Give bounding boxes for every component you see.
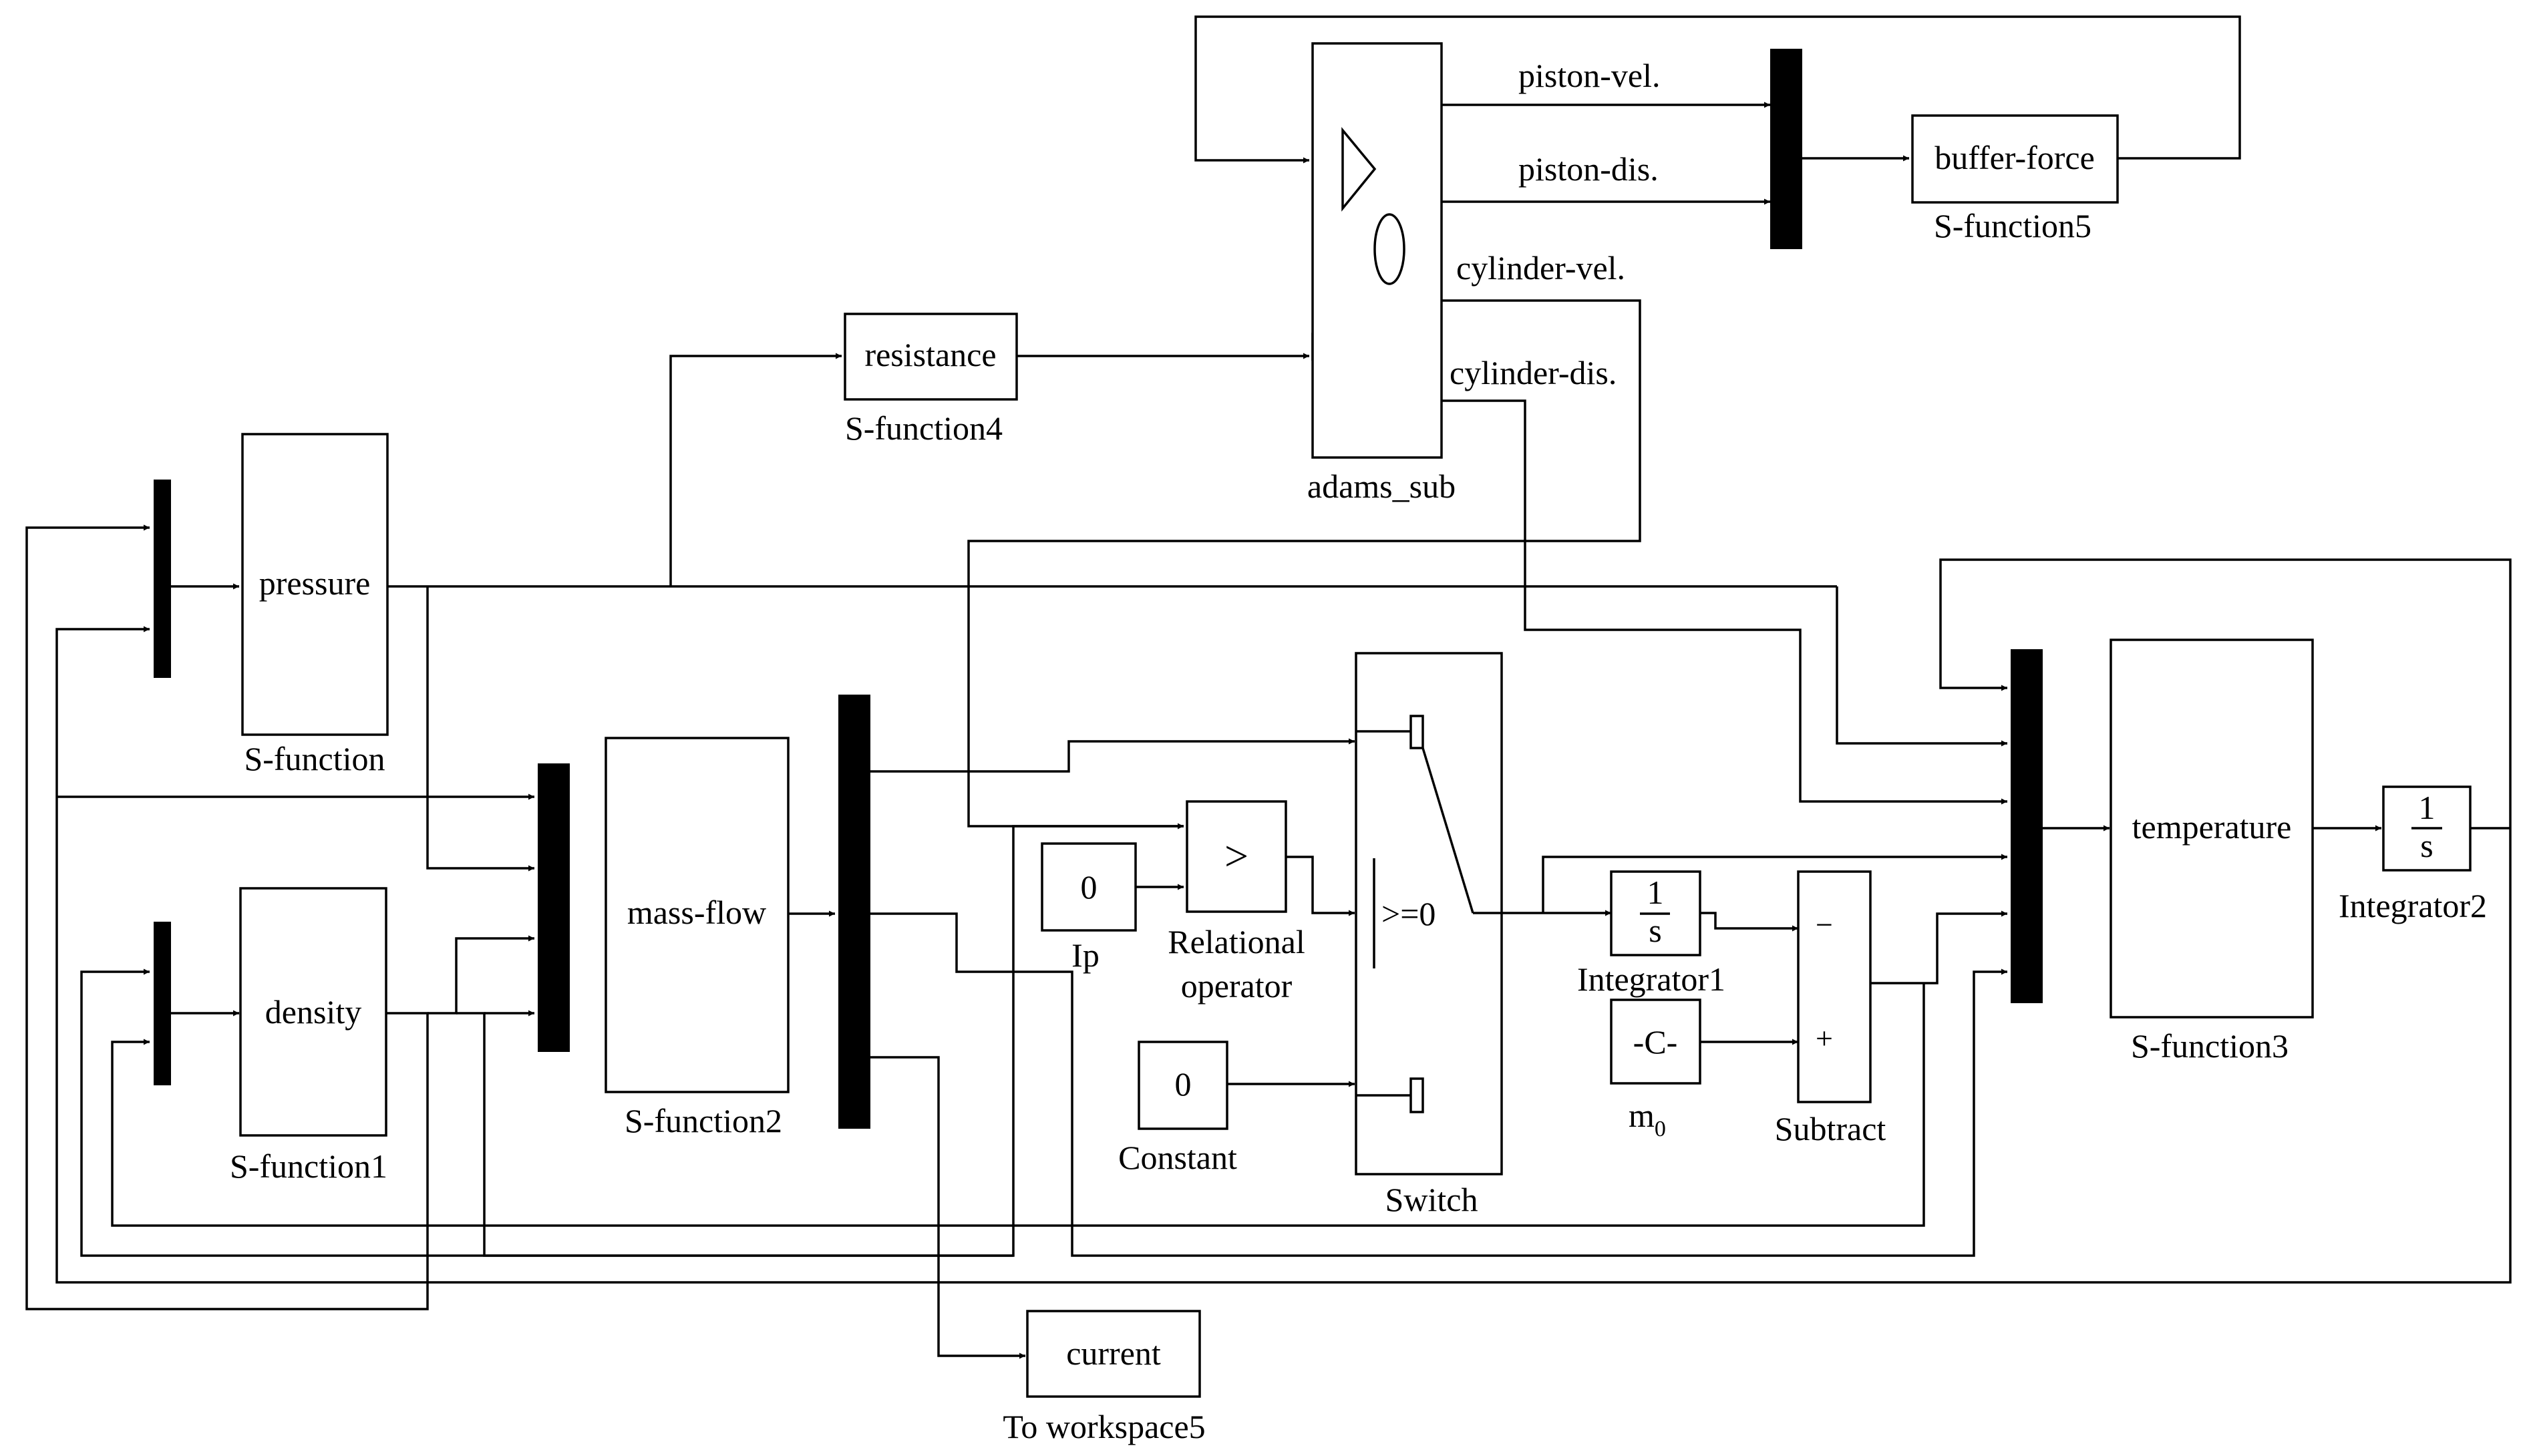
mux-bar-4[interactable] bbox=[838, 695, 870, 1129]
mux-bar-5[interactable] bbox=[1770, 49, 1802, 249]
switch-top-post-icon bbox=[1409, 715, 1424, 749]
wire-subtract-mux6 bbox=[1870, 910, 2007, 984]
switch-lever-icon bbox=[1421, 747, 1474, 914]
buffer-force-caption: S-function5 bbox=[1934, 207, 2091, 244]
adams-out-piston-vel: piston-vel. bbox=[1518, 57, 1660, 94]
wire-temperature-feedback bbox=[1939, 558, 2512, 826]
buffer-force-label: buffer-force bbox=[1934, 139, 2095, 176]
pressure-label: pressure bbox=[259, 564, 371, 602]
temperature-label: temperature bbox=[2132, 808, 2292, 846]
relational-caption-1: Relational bbox=[1168, 923, 1305, 960]
constant-value: 0 bbox=[1175, 1065, 1192, 1103]
mux-bar-1[interactable] bbox=[154, 480, 171, 678]
resistance-block[interactable]: resistance bbox=[844, 313, 1018, 401]
current-block[interactable]: current bbox=[1026, 1310, 1201, 1398]
adams-sub-block[interactable] bbox=[1311, 42, 1443, 459]
temperature-block[interactable]: temperature bbox=[2110, 639, 2314, 1019]
mux-bar-6[interactable] bbox=[2011, 649, 2043, 1003]
ip-value: 0 bbox=[1081, 868, 1098, 906]
relational-operator-block[interactable]: > bbox=[1186, 800, 1287, 913]
wire-mux4-current bbox=[868, 1056, 1025, 1359]
ip-constant-block[interactable]: 0 bbox=[1041, 842, 1137, 932]
mass-flow-block[interactable]: mass-flow bbox=[605, 737, 790, 1093]
wire-pressure-massflow bbox=[426, 586, 534, 872]
mux-bar-2[interactable] bbox=[154, 922, 171, 1085]
integrator1-den: s bbox=[1649, 912, 1661, 949]
pressure-caption: S-function bbox=[244, 740, 385, 777]
switch-bottom-post-icon bbox=[1409, 1077, 1424, 1113]
relational-caption-2: operator bbox=[1181, 967, 1293, 1005]
mass-flow-label: mass-flow bbox=[627, 894, 766, 931]
wire-cylinder-dis bbox=[1442, 399, 2007, 805]
integrator1-caption: Integrator1 bbox=[1577, 960, 1725, 998]
integrator2-den: s bbox=[2420, 827, 2433, 864]
wire-pressure-resistance bbox=[669, 353, 842, 586]
wire-fb-mux2-upper bbox=[80, 968, 1013, 1257]
temperature-caption: S-function3 bbox=[2131, 1027, 2289, 1065]
subtract-caption: Subtract bbox=[1775, 1110, 1886, 1147]
m0-caption: m0 bbox=[1629, 1097, 1666, 1141]
wire-integrator1-subtract bbox=[1700, 912, 1798, 932]
density-block[interactable]: density bbox=[239, 887, 387, 1137]
wire-cylinder-vel bbox=[967, 299, 1641, 830]
switch-block[interactable]: >=0 bbox=[1355, 652, 1503, 1175]
switch-caption: Switch bbox=[1385, 1181, 1478, 1218]
m0-value: -C- bbox=[1633, 1023, 1678, 1061]
pressure-block[interactable]: pressure bbox=[241, 433, 389, 736]
integrator1-block[interactable]: 1 s bbox=[1610, 870, 1701, 956]
wire-density-out bbox=[25, 524, 429, 1310]
current-label: current bbox=[1066, 1334, 1161, 1372]
ip-caption: Ip bbox=[1071, 936, 1100, 974]
buffer-force-block[interactable]: buffer-force bbox=[1911, 114, 2119, 204]
m0-gain-block[interactable]: -C- bbox=[1610, 998, 1701, 1085]
adams-out-cylinder-dis: cylinder-dis. bbox=[1450, 354, 1617, 391]
wire-buffer-feedback bbox=[1194, 15, 2241, 164]
density-caption: S-function1 bbox=[230, 1147, 387, 1185]
density-label: density bbox=[265, 993, 361, 1031]
mux-bar-3[interactable] bbox=[538, 763, 570, 1052]
adams-sub-caption: adams_sub bbox=[1307, 468, 1456, 505]
constant-block[interactable]: 0 bbox=[1138, 1041, 1228, 1130]
wire-switch-temperature bbox=[1542, 854, 2007, 913]
subtract-plus-sign: + bbox=[1816, 1021, 1833, 1055]
resistance-label: resistance bbox=[864, 336, 996, 373]
resistance-caption: S-function4 bbox=[845, 409, 1003, 447]
switch-condition: >=0 bbox=[1381, 895, 1436, 932]
adams-ellipse-icon bbox=[1373, 213, 1405, 285]
wire-density-massflow1 bbox=[428, 935, 534, 1015]
subtract-block[interactable]: − + bbox=[1797, 870, 1872, 1103]
wire-fb-mux2-lower bbox=[111, 983, 1925, 1227]
mass-flow-caption: S-function2 bbox=[625, 1102, 782, 1139]
integrator2-caption: Integrator2 bbox=[2339, 887, 2487, 924]
wire-relational-switch bbox=[1286, 856, 1355, 916]
integrator1-num: 1 bbox=[1647, 874, 1664, 911]
constant-caption: Constant bbox=[1118, 1139, 1237, 1176]
wire-mux4-relational bbox=[868, 912, 2007, 1257]
wire-pressure-temperature bbox=[1836, 586, 2007, 747]
current-caption: To workspace5 bbox=[1003, 1408, 1205, 1445]
adams-triangle-icon bbox=[1341, 127, 1377, 212]
adams-out-cylinder-vel: cylinder-vel. bbox=[1456, 249, 1625, 287]
integrator2-num: 1 bbox=[2419, 789, 2435, 826]
wire-fb-mux1-lower bbox=[55, 626, 2512, 1284]
wire-mux4-switch-top bbox=[868, 738, 1355, 773]
relational-symbol: > bbox=[1224, 832, 1248, 880]
integrator2-block[interactable]: 1 s bbox=[2382, 785, 2472, 872]
adams-out-piston-dis: piston-dis. bbox=[1518, 150, 1659, 188]
subtract-minus-sign: − bbox=[1816, 908, 1833, 942]
